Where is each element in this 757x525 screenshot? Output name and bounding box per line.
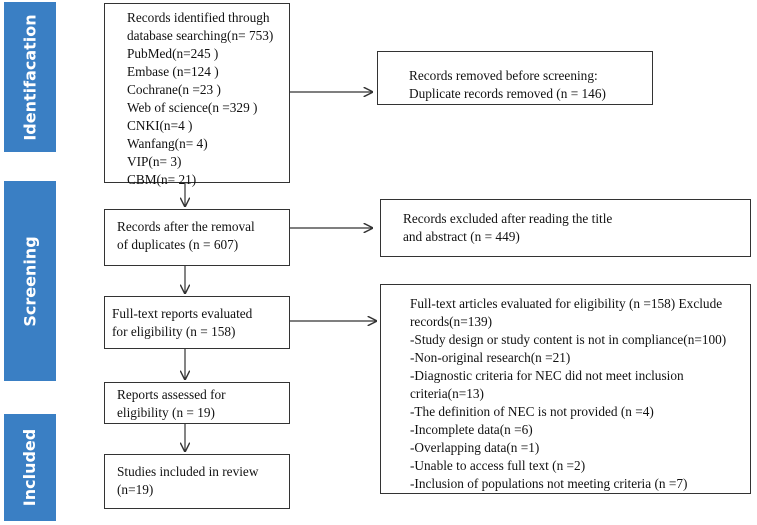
box-line: of duplicates (n = 607): [117, 237, 239, 252]
records-excluded-title-abstract-box: Records excluded after reading the title…: [380, 199, 751, 257]
studies-included-box: Studies included in review (n=19): [104, 454, 290, 509]
fulltext-evaluated-box: Full-text reports evaluated for eligibil…: [104, 296, 290, 349]
box-line: Full-text reports evaluated: [112, 306, 253, 321]
box-line: Reports assessed for: [117, 387, 226, 402]
fulltext-excluded-box: Full-text articles evaluated for eligibi…: [380, 284, 751, 494]
box-line: Embase (n=124 ): [127, 64, 219, 79]
records-removed-box: Records removed before screening: Duplic…: [377, 51, 653, 105]
stage-screening-bar: Screening: [4, 181, 56, 381]
box-line: -Inclusion of populations not meeting cr…: [410, 476, 688, 491]
box-line: criteria(n=13): [410, 386, 484, 401]
box-line: Full-text articles evaluated for eligibi…: [410, 296, 723, 311]
box-line: Records excluded after reading the title: [403, 211, 613, 226]
box-line: Records identified through: [127, 10, 270, 25]
box-line: -Non-original research(n =21): [410, 350, 571, 365]
box-line: records(n=139): [410, 314, 493, 329]
box-line: -Unable to access full text (n =2): [410, 458, 586, 473]
box-line: (n=19): [117, 482, 154, 497]
box-line: Duplicate records removed (n = 146): [409, 86, 606, 101]
box-line: Cochrane(n =23 ): [127, 82, 221, 97]
box-line: -Incomplete data(n =6): [410, 422, 533, 437]
box-line: -The definition of NEC is not provided (…: [410, 404, 654, 419]
box-line: -Study design or study content is not in…: [410, 332, 727, 347]
reports-assessed-box: Reports assessed for eligibility (n = 19…: [104, 382, 290, 424]
box-line: Web of science(n =329 ): [127, 100, 258, 115]
records-after-removal-box: Records after the removal of duplicates …: [104, 209, 290, 266]
box-line: eligibility (n = 19): [117, 405, 215, 420]
stage-identification-bar: Identifacation: [4, 2, 56, 152]
box-line: -Overlapping data(n =1): [410, 440, 540, 455]
box-line: CNKI(n=4 ): [127, 118, 193, 133]
stage-included-bar: Included: [4, 414, 56, 521]
box-line: database searching(n= 753): [127, 28, 274, 43]
box-line: Wanfang(n= 4): [127, 136, 208, 151]
records-identified-box: Records identified through database sear…: [104, 3, 290, 187]
box-line: Records removed before screening:: [409, 68, 598, 83]
box-line: PubMed(n=245 ): [127, 46, 219, 61]
box-line: Studies included in review: [117, 464, 259, 479]
box-line: and abstract (n = 449): [403, 229, 520, 244]
box-line: CBM(n= 21): [127, 172, 197, 187]
box-line: for eligibility (n = 158): [112, 324, 236, 339]
box-line: Records after the removal: [117, 219, 255, 234]
box-line: -Diagnostic criteria for NEC did not mee…: [410, 368, 684, 383]
box-line: VIP(n= 3): [127, 154, 182, 169]
